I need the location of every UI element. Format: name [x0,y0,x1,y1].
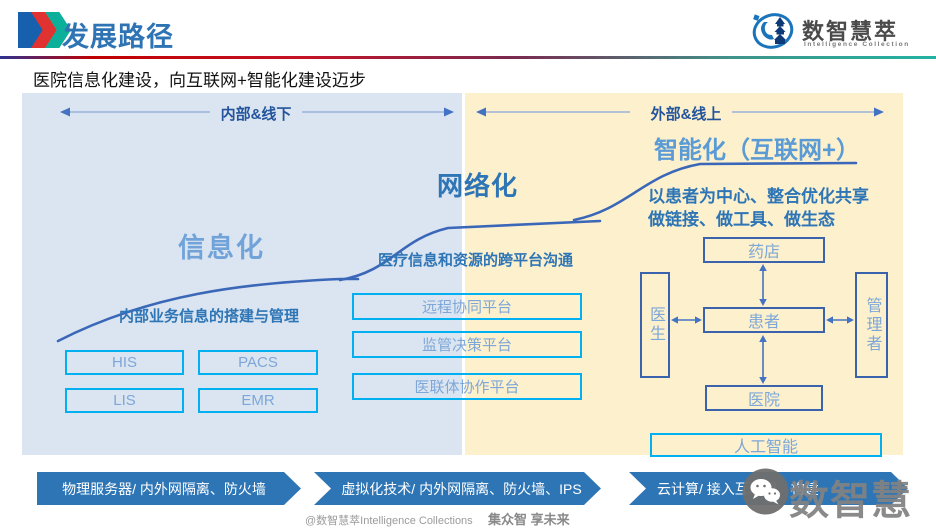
slide-subtitle: 医院信息化建设，向互联网+智能化建设迈步 [33,71,366,90]
box-emr: EMR [198,388,318,413]
box-pacs: PACS [198,350,318,375]
box-manager: 管理者 [855,272,888,378]
brand-subtitle: Intelligence Collection [804,41,910,48]
footer-slogan: 集众智 享未来 [488,512,570,527]
stage-informatization-label: 信息化 [178,233,265,263]
flow-arrow-physical-server: 物理服务器/ 内外网隔离、防火墙 [37,472,301,505]
box-doctor: 医生 [640,272,670,378]
box-supervision-decision-platform: 监管决策平台 [352,331,582,358]
box-hospital: 医院 [705,385,823,411]
axis-label-external-online: 外部&线上 [650,106,722,123]
watermark-brand-text: 数智慧萃 [789,479,912,523]
footer-credit: @数智慧萃Intelligence Collections [305,515,473,527]
axis-label-internal-offline: 内部&线下 [220,106,292,123]
box-lis: LIS [65,388,184,413]
box-patient: 患者 [703,307,825,333]
box-medical-alliance-platform: 医联体协作平台 [352,373,582,400]
stage-networking-label: 网络化 [437,171,519,201]
box-artificial-intelligence: 人工智能 [650,433,882,457]
box-remote-collaboration-platform: 远程协同平台 [352,293,582,320]
stage-intelligent-label: 智能化（互联网+） [654,137,861,164]
title-chevrons-icon [18,12,71,48]
stage3-description-line2: 做链接、做工具、做生态 [648,210,835,229]
brand-name: 数智慧萃 [802,19,899,44]
wechat-icon [742,468,789,515]
stage2-description: 医疗信息和资源的跨平台沟通 [378,252,574,269]
stage3-description-line1: 以患者为中心、整合优化共享 [648,187,869,206]
box-pharmacy: 药店 [703,237,825,263]
box-his: HIS [65,350,184,375]
stage1-description: 内部业务信息的搭建与管理 [119,308,300,325]
flow-arrow-virtualization: 虚拟化技术/ 内外网隔离、防火墙、IPS [314,472,601,505]
brand-logo-icon [752,13,794,49]
header-divider [0,56,936,59]
page-title: 发展路径 [62,22,174,52]
